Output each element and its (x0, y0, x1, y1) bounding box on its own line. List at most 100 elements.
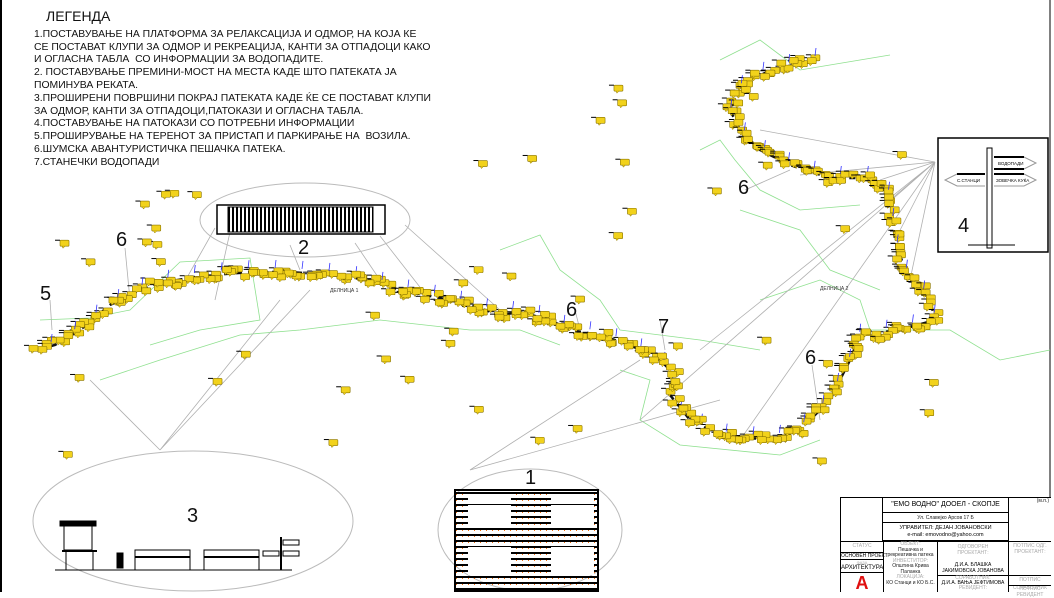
trail-marker (140, 277, 155, 287)
leader-lines (49, 129, 936, 471)
trail-tick (407, 279, 410, 288)
trail-marker (860, 171, 875, 181)
trail-marker (522, 154, 537, 164)
section-1-label: ДЕЛНИЦА 1 (330, 288, 359, 294)
trail-marker (236, 350, 251, 360)
trail-tick (905, 259, 908, 268)
trail-marker (886, 217, 902, 227)
trail-marker (336, 386, 351, 396)
signature-designer: ПОТПИС ОДГ. ПРОЕКТАНТ: (1009, 541, 1051, 576)
company-name: "ЕМО ВОДНО" ДООЕЛ - СКОПЈЕ (883, 498, 1009, 513)
title-block: "ЕМО ВОДНО" ДООЕЛ - СКОПЈЕ Ул. Славејко … (840, 497, 1051, 598)
trail-tick (896, 234, 899, 243)
trail-marker (757, 336, 772, 346)
trail-tick (813, 160, 816, 169)
trail-marker (469, 266, 484, 276)
trail-tick (788, 152, 790, 161)
sign-waterfalls: ВОДОПАДИ (998, 161, 1023, 166)
trail-marker (137, 238, 152, 248)
trail-marker (469, 405, 484, 415)
trail-marker (834, 364, 849, 374)
trail-marker (890, 230, 905, 240)
trail-tick (752, 426, 755, 435)
trail-marker (785, 159, 800, 169)
trail-tick (762, 61, 765, 70)
legend: ЛЕГЕНДА 1.ПОСТАВУВАЊЕ НА ПЛАТФОРМА ЗА РЕ… (34, 9, 431, 170)
rest-area-elevation-drawing (55, 520, 300, 571)
trail-marker (331, 272, 347, 282)
trail-marker (652, 352, 667, 362)
trail-marker (55, 239, 70, 249)
legend-item: 5.ПРОШИРУВАЊЕ НА ТЕРЕНОТ ЗА ПРИСТАП И ПА… (34, 131, 411, 143)
trail-marker (151, 258, 166, 267)
location-label: ЛОКАЦИЈА: (896, 574, 925, 580)
trail-marker (530, 436, 545, 446)
trail-marker (365, 311, 380, 321)
trail-marker (856, 328, 871, 338)
platform-plan-drawing (454, 489, 599, 592)
trail-marker (745, 69, 760, 79)
trail-marker (146, 224, 162, 234)
trail-marker (771, 59, 787, 69)
trail-marker (608, 232, 624, 242)
trail-marker (346, 270, 362, 280)
trail-marker (670, 395, 685, 405)
trail-marker (243, 268, 258, 278)
trail-marker (918, 302, 934, 312)
trail-marker (179, 275, 194, 285)
trail-marker (843, 170, 859, 180)
stamp-label: (м.п.) (1036, 498, 1049, 504)
trail-marker (928, 316, 944, 326)
legend-item: 2. ПОСТАВУВАЊЕ ПРЕМИНИ-МОСТ НА МЕСТА КАД… (34, 67, 397, 79)
status-label: СТАТУС (852, 543, 872, 549)
legend-item: 6.ШУМСКА АВАНТУРИСТИЧКА ПЕШАЧКА ПАТЕКА. (34, 143, 286, 155)
trail-tick (193, 264, 196, 274)
trail-marker (695, 427, 710, 437)
trail-marker (615, 158, 630, 168)
trail-marker (744, 92, 759, 102)
trail-marker (916, 289, 931, 298)
callout-1: 1 (525, 467, 536, 489)
status-value: ОСНОВЕН ПРОЕКТ (841, 552, 888, 560)
legend-item: И ОГЛАСНА ТАБЛА СО ИНФОРМАЦИИ ЗА ВОДОПАД… (34, 54, 324, 66)
trail-tick (486, 298, 488, 307)
trail-marker (568, 424, 583, 434)
legend-item: 4.ПОСТАВУВАЊЕ НА ПАТОКАЗИ СО ПОТРЕБНИ ИН… (34, 118, 355, 130)
trail-marker (393, 287, 408, 297)
trail-marker (440, 339, 456, 349)
callout-3: 3 (187, 505, 198, 527)
trail-tick (763, 140, 766, 149)
investor-label: ИНВЕСТИТОР: (892, 557, 929, 564)
reviewer-label: РЕВИДЕНТ: (958, 585, 988, 592)
legend-item: СЕ ПОСТАВАТ КЛУПИ ЗА ОДМОР И РЕКРЕАЦИЈА,… (34, 41, 431, 53)
signpost-drawing (943, 147, 1038, 249)
trail-marker (919, 409, 935, 419)
trail-marker (156, 190, 171, 200)
legend-item: 7.СТАНЕЧКИ ВОДОПАДИ (34, 156, 160, 168)
trail-tick (117, 289, 120, 298)
bridge-plan-drawing (216, 204, 386, 235)
trail-tick (615, 328, 618, 337)
trail-marker (135, 200, 150, 210)
trail-marker (217, 266, 232, 276)
designer-value: Д.И.А. БЛАШКА ЈАКИМОВСКА ЈОВАНОВА (942, 562, 1004, 574)
assistant-value: Д.И.А. ВАЊА ЈЕФТИМОВА (941, 580, 1005, 587)
trail-tick (730, 99, 733, 108)
trail-marker (644, 356, 659, 366)
trail-tick (885, 319, 888, 328)
detail-2-bubble (199, 182, 411, 258)
trail-tick (74, 321, 77, 330)
trail-marker (840, 353, 855, 362)
trail-tick (640, 338, 643, 347)
trail-tick (141, 276, 144, 286)
trail-marker (501, 272, 517, 282)
designer-label: ОДГОВОРЕН ПРОЕКТАНТ: (957, 544, 989, 556)
trail-marker (608, 84, 624, 94)
detail-3-bubble (32, 450, 354, 592)
trail-tick (301, 260, 304, 269)
trail-marker (591, 116, 606, 126)
trail-marker (662, 399, 678, 409)
legend-item: 3.ПРОШИРЕНИ ПОВРШИНИ ПОКРАЈ ПАТЕКАТА КАД… (34, 92, 431, 104)
trail-marker (430, 298, 445, 308)
trail-marker (707, 187, 722, 197)
